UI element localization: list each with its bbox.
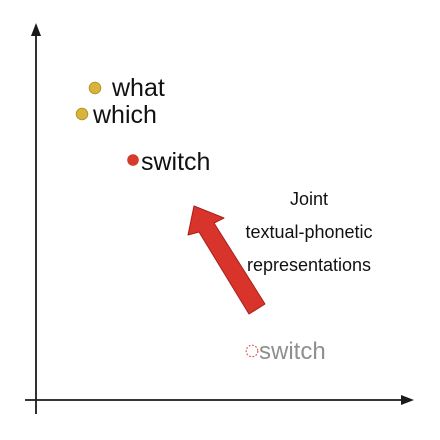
joint-representation-annotation: Joint textual-phonetic representations — [245, 189, 372, 275]
semantic-points: what which switch switch — [75, 74, 326, 365]
point-switch-original: switch — [245, 338, 326, 365]
axes — [25, 23, 414, 414]
point-switch-joint: switch — [127, 148, 210, 176]
point-label-switch-joint: switch — [141, 148, 210, 176]
y-axis-arrowhead — [31, 23, 41, 36]
representation-shift — [187, 205, 266, 315]
yellow-point-icon — [88, 81, 102, 95]
point-label-switch-original: switch — [259, 338, 326, 365]
point-which: which — [75, 101, 157, 129]
point-label-what: what — [111, 74, 165, 102]
point-label-which: which — [92, 101, 157, 129]
red-point-icon — [127, 154, 139, 166]
annotation-line-joint: Joint — [290, 189, 328, 209]
annotation-line-representations: representations — [247, 255, 371, 275]
x-axis-arrowhead — [401, 395, 414, 405]
red-arrow-icon — [187, 205, 266, 315]
faded-point-icon — [245, 344, 259, 358]
yellow-point-icon — [75, 107, 89, 121]
annotation-line-textual-phonetic: textual-phonetic — [245, 222, 372, 242]
point-what: what — [88, 74, 165, 102]
